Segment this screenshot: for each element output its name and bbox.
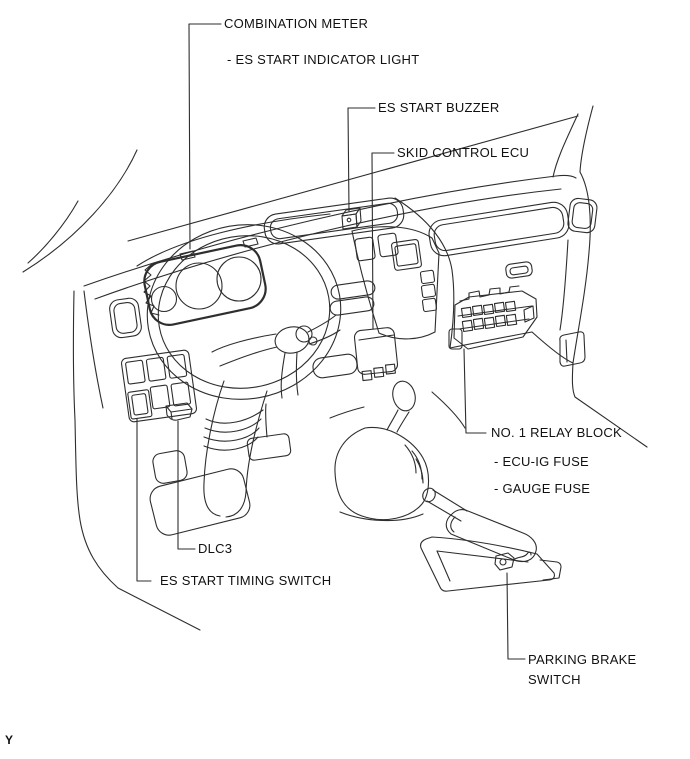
parking-brake-switch-label-line2: SWITCH	[528, 672, 581, 687]
no1-relay-block-label: NO. 1 RELAY BLOCK	[491, 425, 622, 440]
parking-brake-switch-label: PARKING BRAKE SWITCH	[528, 650, 636, 690]
leader-parking-brake	[506, 572, 526, 660]
shifter-part	[329, 380, 466, 522]
combination-meter-label: COMBINATION METER	[224, 16, 369, 31]
skid-control-ecu-label: SKID CONTROL ECU	[397, 145, 530, 160]
es-start-buzzer-part	[341, 207, 362, 230]
dlc3-label: DLC3	[198, 541, 233, 556]
es-start-timing-switch-part	[127, 389, 153, 420]
es-start-timing-switch-label: ES START TIMING SWITCH	[160, 573, 332, 588]
a-pillar-right-lines	[552, 105, 648, 448]
switch-panel-part	[120, 349, 198, 423]
left-dash-and-floor-lines	[72, 290, 201, 631]
parking-brake-part	[420, 487, 562, 592]
center-stack-part	[312, 226, 440, 379]
page-marker: Y	[5, 733, 14, 747]
leader-relay-block	[463, 348, 487, 434]
skid-control-ecu-part	[353, 327, 399, 382]
steering-column-part	[149, 380, 268, 536]
ecu-ig-fuse-label: - ECU-IG FUSE	[494, 454, 589, 469]
pedals-part	[152, 403, 292, 484]
combination-meter-part	[143, 237, 267, 326]
leader-timing-switch	[136, 418, 152, 582]
es-start-buzzer-label: ES START BUZZER	[378, 100, 500, 115]
parking-brake-switch-label-line1: PARKING BRAKE	[528, 652, 637, 667]
leader-dlc3	[177, 420, 196, 550]
dlc3-part	[165, 402, 193, 421]
steering-wheel-part	[146, 224, 342, 400]
parking-brake-switch-part	[494, 551, 532, 571]
leader-combination-meter	[188, 23, 222, 250]
dash-top-lines	[83, 115, 579, 300]
es-start-indicator-light-label: - ES START INDICATOR LIGHT	[227, 52, 420, 67]
relay-block-part	[448, 285, 538, 350]
leader-skid-control-ecu	[371, 152, 395, 330]
leader-es-start-buzzer	[347, 107, 376, 212]
a-pillar-left-lines	[22, 149, 138, 273]
gauge-fuse-label: - GAUGE FUSE	[494, 481, 591, 496]
leader-lines	[136, 23, 526, 660]
